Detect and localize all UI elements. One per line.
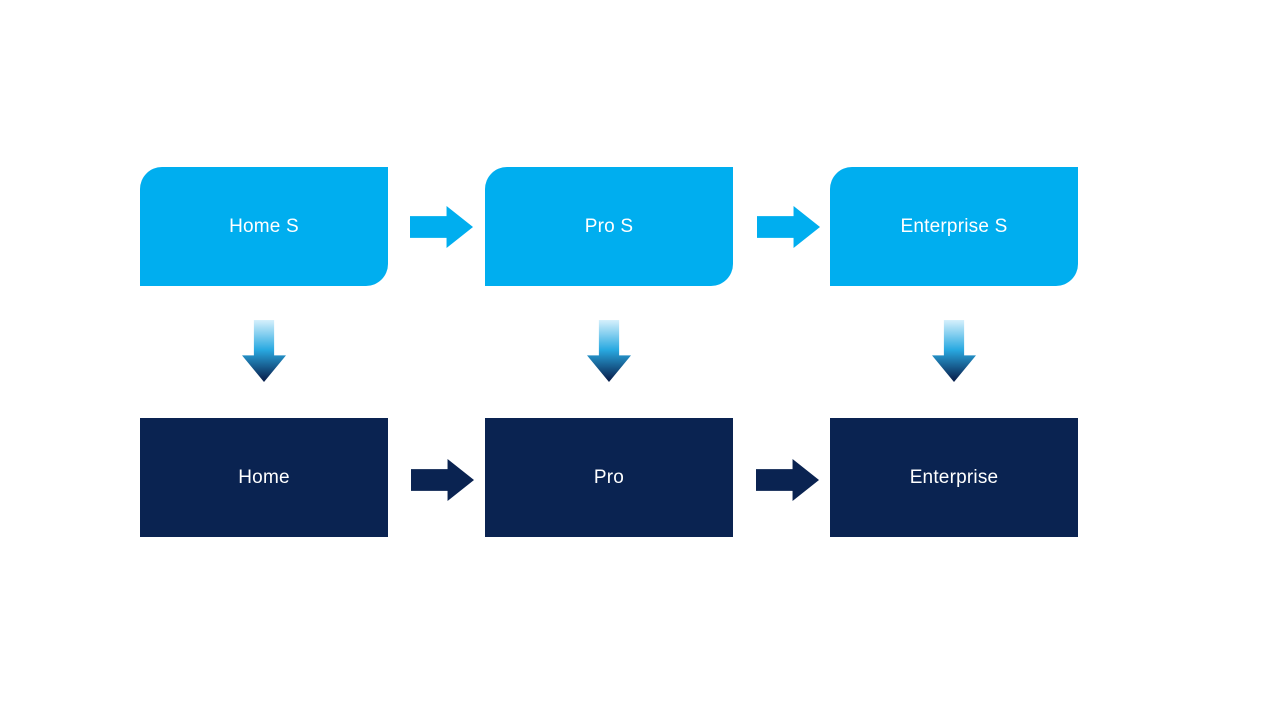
top-box-pro-s-label: Pro S — [584, 215, 634, 237]
bottom-box-home: Home — [140, 418, 388, 537]
right-arrow-icon-bottom-2 — [756, 459, 819, 501]
bottom-box-enterprise: Enterprise — [830, 418, 1078, 537]
top-box-home-s-label: Home S — [229, 215, 299, 237]
right-arrow-icon-top-1 — [410, 206, 473, 248]
bottom-box-enterprise-label: Enterprise — [909, 466, 999, 488]
top-box-pro-s: Pro S — [485, 167, 733, 286]
down-arrow-icon-3 — [932, 320, 976, 382]
top-box-home-s: Home S — [140, 167, 388, 286]
top-box-enterprise-s: Enterprise S — [830, 167, 1078, 286]
down-arrow-icon-2 — [587, 320, 631, 382]
right-arrow-icon-top-2 — [757, 206, 820, 248]
bottom-box-pro-label: Pro — [593, 466, 625, 488]
down-arrow-icon-1 — [242, 320, 286, 382]
top-box-enterprise-s-label: Enterprise S — [900, 215, 1008, 237]
bottom-box-pro: Pro — [485, 418, 733, 537]
bottom-box-home-label: Home — [238, 466, 290, 488]
right-arrow-icon-bottom-1 — [411, 459, 474, 501]
